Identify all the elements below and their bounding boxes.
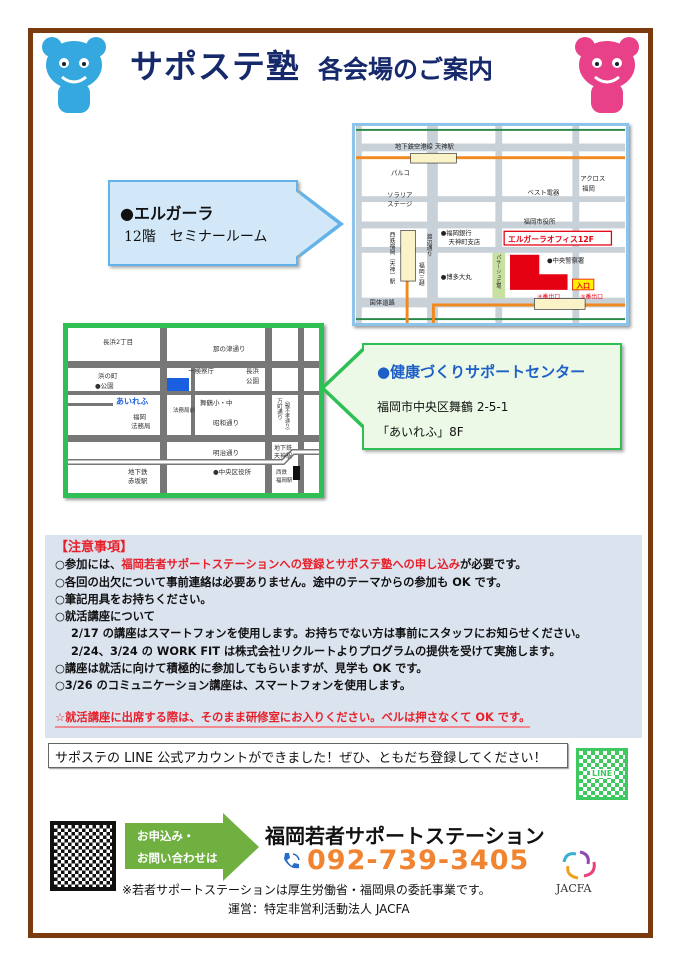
map-label: 舞鶴小・中 — [200, 398, 233, 407]
note-item: ○各回の出欠について事前連絡は必要ありません。途中のテーマからの参加も OK で… — [55, 575, 508, 589]
map-label: 福岡三越 — [417, 262, 424, 288]
note-warning: ☆就活講座に出席する際は、そのまま研修室にお入りください。ベルは押さなくて OK… — [55, 709, 531, 728]
notes-heading: 【注意事項】 — [55, 540, 134, 555]
map-label: 長浜 — [246, 366, 260, 375]
page-subtitle: 各会場のご案内 — [318, 55, 494, 84]
contact-arrow-head — [223, 813, 259, 881]
venue2-map: 長浜2丁目 那の津通り 浜の町 ●公園 ー検察庁 長浜 公園 あいれふ 舞鶴小・… — [63, 323, 324, 498]
note-item: ○筆記用具をお持ちください。 — [55, 592, 212, 606]
page-title: サポステ塾 — [130, 47, 300, 86]
venue2-callout — [362, 343, 622, 450]
map-label: ●博多大丸 — [441, 272, 473, 281]
note-item: ○参加には、福岡若者サポートステーションへの登録とサポステ塾への申し込みが必要で… — [55, 556, 632, 573]
contact-arrow-text: お問い合わせは — [137, 851, 218, 865]
contact-note: ※若者サポートステーションは厚生労働省・福岡県の委託事業です。 — [122, 883, 491, 897]
aireful-label: あいれふ — [116, 397, 148, 406]
jacfa-logo-text: JACFA — [556, 882, 592, 895]
phone-number[interactable]: 092-739-3405 — [307, 845, 530, 876]
map-label: ステージ — [387, 200, 412, 208]
map-label: ●福岡銀行 — [441, 228, 473, 237]
map-label: 国体道路 — [370, 297, 396, 306]
map-label: 那の津通り — [213, 344, 246, 353]
map-label: ソラリア — [387, 191, 412, 199]
map-label: 万町通り — [276, 398, 283, 421]
map-label: 浜の町 — [98, 371, 118, 380]
map-label: 西鉄 — [276, 468, 288, 476]
callout-arrow-fill — [294, 190, 338, 258]
map-label: ●中央区役所 — [213, 467, 252, 476]
map-label: 法務局 — [131, 421, 151, 430]
contact-arrow-text: お申込み・ — [137, 829, 195, 843]
jacfa-logo-icon — [562, 850, 596, 880]
line-announcement: サポステの LINE 公式アカウントができました！ぜひ、ともだち登録してください… — [48, 743, 568, 768]
venue2-name: ●健康づくりサポートセンター — [377, 363, 586, 381]
map-label: 地下鉄 — [274, 444, 292, 452]
map-label: 明治通り — [213, 448, 239, 457]
contact-qr-code[interactable] — [50, 821, 116, 891]
phone-icon — [284, 853, 300, 869]
map-label: ⑤番出口 — [580, 293, 603, 301]
pink-bear-mascot-icon — [575, 37, 639, 113]
map-label: 天神町支店 — [449, 237, 481, 246]
map-label: ④番出口 — [537, 293, 560, 301]
organization-name: 福岡若者サポートステーション — [265, 824, 545, 848]
elgala-office-label: エルガーラオフィス12F — [508, 234, 594, 244]
map-label: 地下鉄空港線 天神駅 — [395, 141, 455, 150]
venue1-map: 地下鉄空港線 天神駅 パルコ ソラリア ステージ アクロス 福岡 ベスト電器 福… — [352, 123, 629, 326]
page-frame — [28, 28, 653, 938]
note-subitem: 2/17 の講座はスマートフォンを使用します。お持ちでない方は事前にスタッフにお… — [71, 627, 587, 641]
note-highlight: 福岡若者サポートステーションへの登録とサポステ塾への申し込み — [121, 558, 461, 572]
note-item: ○講座は就活に向けて積極的に参加してもらいますが、見学も OK です。 — [55, 662, 428, 676]
map-label: 福岡 — [133, 412, 146, 421]
map-label: 法務局前 — [173, 406, 196, 414]
blue-bear-mascot-icon — [42, 37, 106, 113]
map-label: 福岡市役所 — [524, 217, 556, 226]
map-label: 昭和通り — [213, 418, 239, 427]
map-label: 赤坂駅 — [128, 476, 148, 485]
line-qr-label: LINE — [590, 769, 615, 778]
map-label: パサージュ広場 — [495, 255, 501, 291]
venue1-name: ●エルガーラ — [120, 204, 214, 223]
note-item: ○3/26 のコミュニケーション講座は、スマートフォンを使用します。 — [55, 679, 412, 693]
map-label: （親不孝通り） — [284, 398, 290, 433]
map-label: 天神駅 — [274, 452, 292, 460]
line-qr-code[interactable]: LINE — [576, 748, 628, 800]
map-label: ●中央警察署 — [547, 256, 584, 265]
note-text: ○参加には、 — [55, 558, 122, 572]
map-label: 地下鉄 — [128, 467, 148, 476]
map-label: 長浜2丁目 — [103, 337, 133, 346]
map-label: ー検察庁 — [188, 366, 215, 375]
map-label: ●公園 — [95, 382, 114, 390]
map-label: 渡辺通り — [425, 232, 432, 257]
map-label: 福岡 — [582, 183, 595, 192]
contact-arrow — [125, 823, 225, 869]
note-subitem: 2/24、3/24 の WORK FIT は株式会社リクルートよりプログラムの提… — [71, 644, 561, 658]
map-label: 公園 — [246, 377, 259, 385]
map-label: 西鉄福岡（天神）駅 — [388, 231, 395, 285]
operator-text: 運営：特定非営利活動法人 JACFA — [228, 902, 410, 916]
entrance-label: 入口 — [575, 282, 590, 290]
note-text: が必要です。 — [460, 558, 527, 572]
map-label: ベスト電器 — [528, 188, 560, 196]
map-label: パルコ — [391, 169, 410, 177]
venue2-building: 「あいれふ」8F — [377, 425, 464, 439]
callout-arrow-fill — [325, 350, 365, 426]
note-item: ○就活講座について — [55, 610, 155, 624]
notes-section: 【注意事項】 ○参加には、福岡若者サポートステーションへの登録とサポステ塾への申… — [45, 535, 642, 738]
venue2-address: 福岡市中央区舞鶴 2-5-1 — [377, 400, 509, 414]
map-label: 福岡駅 — [276, 476, 293, 484]
venue1-room: 12階 セミナールーム — [124, 229, 268, 245]
map-label: アクロス — [580, 175, 605, 183]
